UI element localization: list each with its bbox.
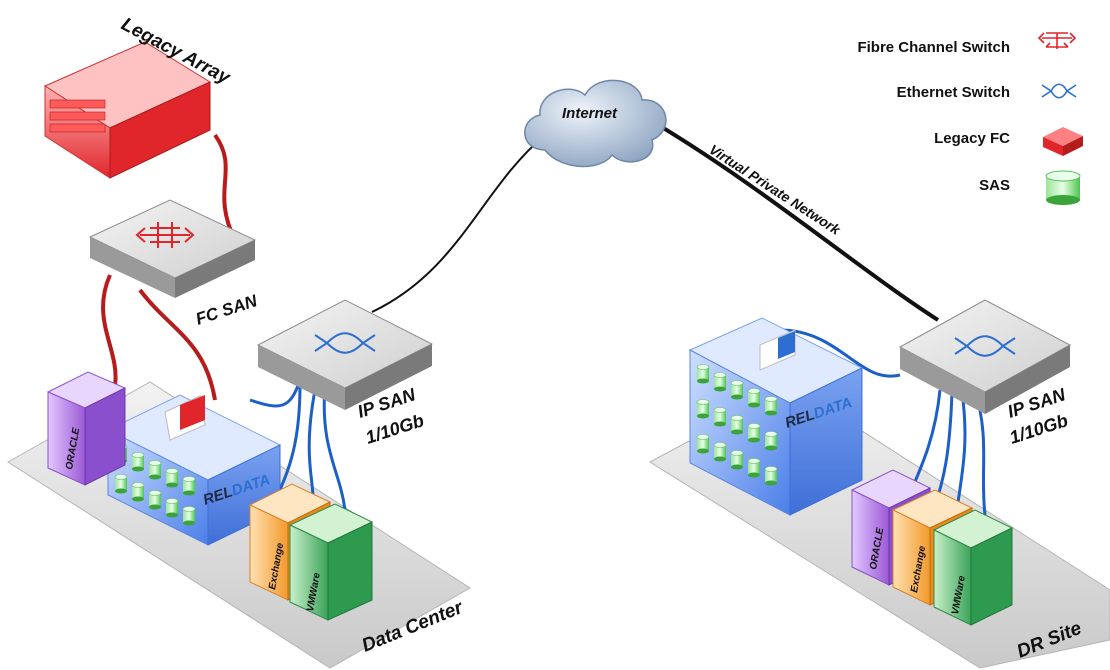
- legend-label-legacy-fc: Legacy FC: [934, 130, 1010, 147]
- ethernet-switch-icon: [1041, 83, 1077, 99]
- vpn-label: Virtual Private Network: [706, 141, 844, 238]
- legacy-array: [43, 41, 212, 179]
- legend: Fibre Channel Switch Ethernet Switch Leg…: [857, 32, 1083, 205]
- ip-san-switch-right: [898, 299, 1072, 414]
- sas-icon: [1045, 170, 1081, 205]
- reldata-storage-right: [688, 317, 864, 516]
- vmware-server-right: [932, 509, 1014, 626]
- legend-label-sas: SAS: [979, 177, 1010, 194]
- legend-label-fc-switch: Fibre Channel Switch: [857, 39, 1010, 56]
- legacy-fc-icon: [1043, 127, 1083, 156]
- vmware-server-left: [288, 503, 374, 621]
- cables: [101, 118, 987, 526]
- oracle-server-left: [46, 371, 127, 486]
- legend-label-eth-switch: Ethernet Switch: [897, 84, 1010, 101]
- ip-san-switch-left: [256, 299, 434, 410]
- internet-label: Internet: [562, 105, 618, 122]
- fc-san-label: FC SAN: [193, 291, 260, 329]
- fibre-channel-switch-icon: [1037, 32, 1077, 49]
- fibre-channel-switch-icon: [135, 222, 195, 248]
- ethernet-switch-icon: [954, 335, 1016, 357]
- internet-cloud: [524, 79, 667, 168]
- reldata-storage-left: [106, 394, 282, 546]
- ethernet-switch-icon: [314, 332, 376, 354]
- fc-san-switch: [88, 199, 257, 298]
